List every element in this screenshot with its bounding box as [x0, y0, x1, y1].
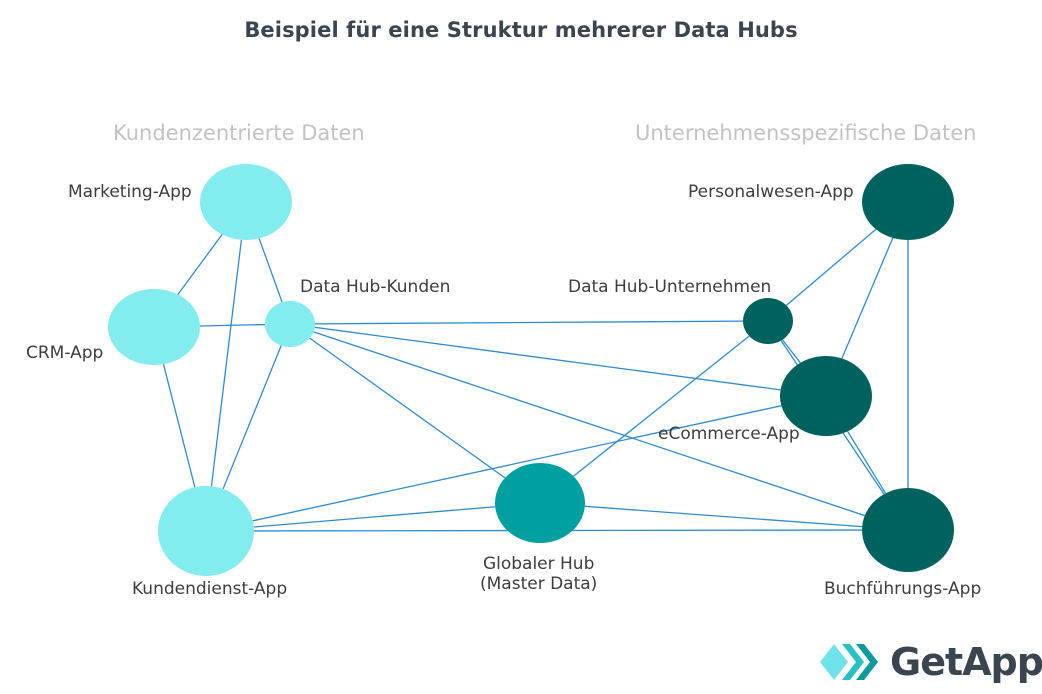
edge-kundendienst-to-ecommerce: [252, 405, 782, 522]
node-hub_kunden[interactable]: [265, 301, 315, 347]
node-label-marketing: Marketing-App: [68, 182, 192, 202]
node-label-personalwesen: Personalwesen-App: [688, 182, 854, 202]
getapp-chevron-icon: [820, 644, 878, 680]
node-label-kundendienst: Kundendienst-App: [132, 579, 288, 599]
node-label-hub_unternehmen: Data Hub-Unternehmen: [568, 277, 772, 297]
edge-global_hub-to-buchfuehrung: [584, 505, 863, 528]
edge-crm-to-kundendienst: [162, 364, 196, 488]
edge-hub_kunden-to-kundendienst: [222, 345, 282, 490]
edge-global_hub-to-hub_unternehmen: [573, 335, 750, 477]
edge-ecommerce-to-buchfuehrung: [847, 430, 887, 494]
node-label-buchfuehrung: Buchführungs-App: [824, 579, 982, 599]
node-buchfuehrung[interactable]: [862, 488, 954, 572]
node-crm[interactable]: [108, 289, 200, 365]
page-title: Beispiel für eine Struktur mehrerer Data…: [244, 18, 798, 42]
edge-hub_kunden-to-hub_unternehmen: [314, 320, 744, 325]
edge-hub_unternehmen-to-personalwesen: [785, 228, 877, 306]
group-heading-customer: Kundenzentrierte Daten: [113, 121, 365, 145]
node-global_hub[interactable]: [495, 463, 585, 543]
edge-hub_kunden-to-ecommerce: [314, 326, 781, 391]
group-heading-enterprise: Unternehmensspezifische Daten: [635, 121, 977, 145]
edge-crm-to-hub_kunden: [199, 323, 266, 327]
edge-hub_unternehmen-to-ecommerce: [781, 339, 801, 364]
edge-personalwesen-to-ecommerce: [841, 237, 894, 359]
node-layer: [108, 164, 954, 576]
node-label-hub_kunden: Data Hub-Kunden: [300, 277, 451, 297]
edge-marketing-to-kundendienst: [210, 239, 243, 487]
node-label-ecommerce: eCommerce-App: [658, 424, 800, 444]
node-ecommerce[interactable]: [780, 356, 872, 436]
getapp-logo-text: GetApp: [890, 640, 1042, 684]
edge-hub_kunden-to-buchfuehrung: [313, 331, 865, 517]
node-hub_unternehmen[interactable]: [743, 298, 793, 344]
edge-layer: [162, 228, 909, 532]
edge-marketing-to-hub_kunden: [258, 238, 283, 303]
node-label-global_hub: Globaler Hub(Master Data): [480, 554, 598, 595]
edge-kundendienst-to-global_hub: [253, 506, 496, 528]
node-personalwesen[interactable]: [862, 164, 954, 240]
node-marketing[interactable]: [200, 164, 292, 240]
edge-marketing-to-crm: [177, 234, 223, 295]
edge-hub_kunden-to-global_hub: [309, 337, 506, 479]
getapp-logo: GetApp: [818, 636, 1042, 688]
node-kundendienst[interactable]: [158, 486, 254, 576]
node-label-crm: CRM-App: [26, 343, 104, 363]
